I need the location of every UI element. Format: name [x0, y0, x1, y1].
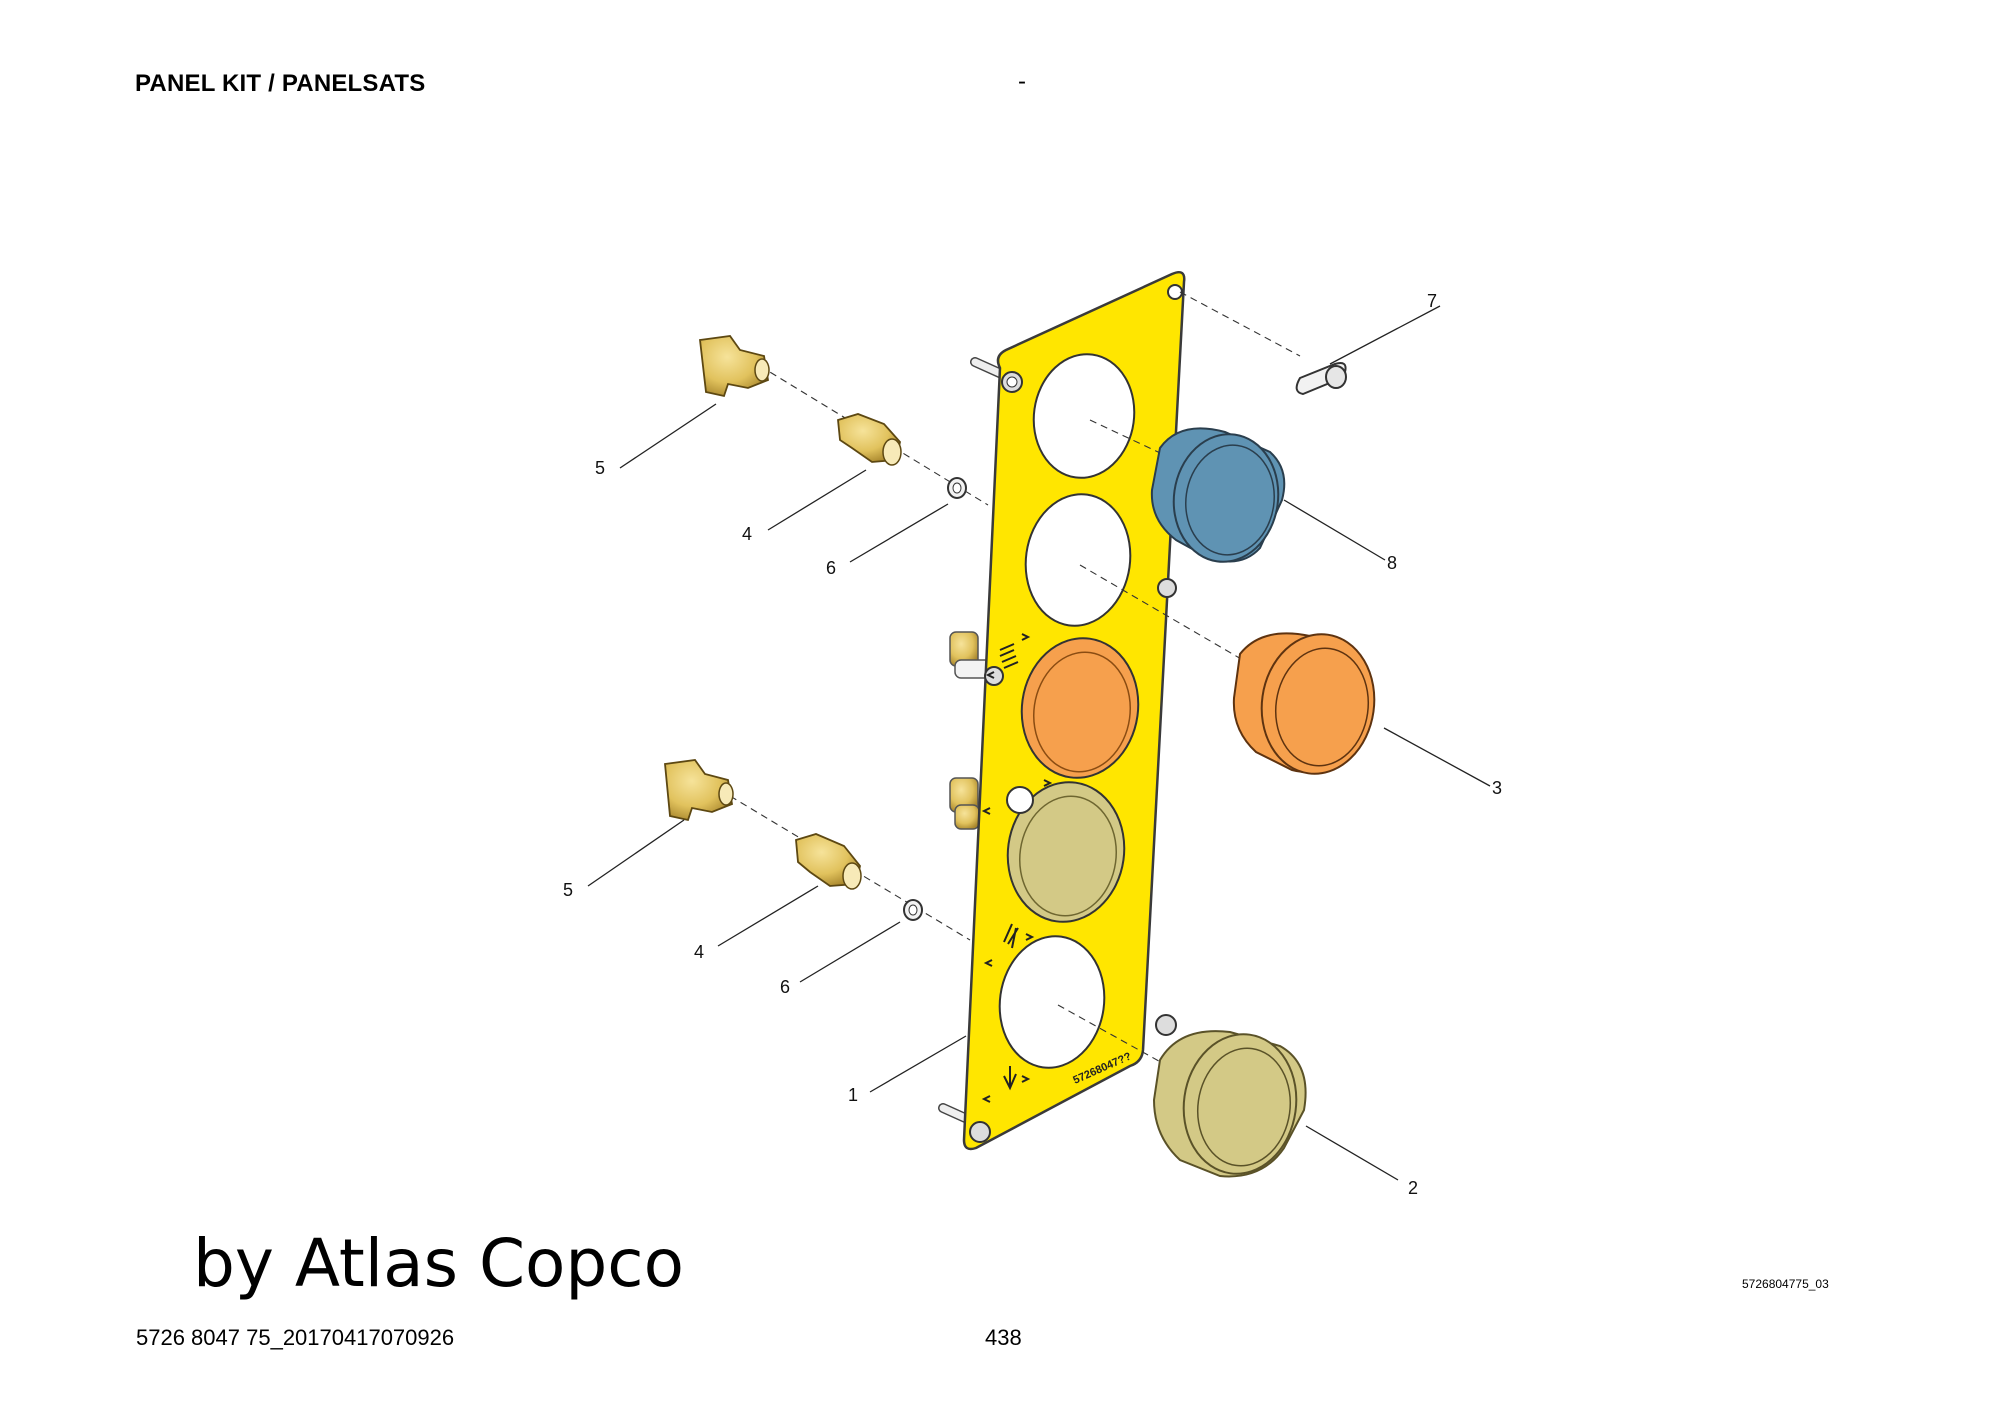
document-id: 5726 8047 75_20170417070926	[136, 1325, 455, 1350]
page-number: 438	[985, 1325, 1022, 1350]
drawing-id: 5726804775_03	[1742, 1277, 1829, 1291]
panel-opening-2	[1024, 493, 1132, 627]
adapter-part-4-upper	[837, 413, 902, 466]
callout-2: 2	[1408, 1178, 1418, 1198]
callout-5-upper: 5	[595, 458, 605, 478]
header-separator: -	[1018, 68, 1026, 95]
screw-part-7	[1295, 362, 1347, 396]
washer-part-6-lower	[903, 899, 923, 921]
panel-symbol-bottom	[981, 1066, 1031, 1103]
callout-8: 8	[1387, 553, 1397, 573]
gauge-blue-part-8	[1150, 427, 1286, 563]
callout-6-upper: 6	[826, 558, 836, 578]
elbow-fitting-part-5-upper	[699, 335, 770, 398]
callout-6-lower: 6	[780, 977, 790, 997]
panel-symbol-middle	[981, 779, 1053, 815]
panel-opening-1	[1032, 353, 1136, 479]
panel-symbol-upper	[985, 633, 1031, 679]
callout-numbers: 7 8 3 2 1 5 4 6 5 4 6	[563, 291, 1502, 1198]
installed-gauge-khaki	[1006, 781, 1126, 923]
page-title: PANEL KIT / PANELSATS	[135, 70, 426, 97]
elbow-fitting-part-5-lower	[664, 759, 734, 822]
brand-watermark: by Atlas Copco	[193, 1225, 684, 1302]
panel-screw-holes	[969, 284, 1183, 1143]
callout-7: 7	[1427, 291, 1437, 311]
callout-4-upper: 4	[742, 524, 752, 544]
callout-4-lower: 4	[694, 942, 704, 962]
gauge-khaki-part-2	[1152, 1030, 1307, 1178]
leader-lines	[587, 305, 1491, 1181]
callout-1: 1	[848, 1085, 858, 1105]
installed-gauge-orange	[1020, 637, 1140, 779]
callout-3: 3	[1492, 778, 1502, 798]
panel-plate: 57268047??	[962, 271, 1186, 1151]
washer-part-6-upper	[947, 477, 967, 499]
rear-elbow-fitting-lower	[949, 777, 980, 830]
panel-symbol-lower	[983, 923, 1035, 967]
adapter-part-4-lower	[795, 833, 862, 890]
panel-opening-5	[998, 935, 1106, 1069]
indicator-hole	[1006, 786, 1034, 814]
callout-5-lower: 5	[563, 880, 573, 900]
gauge-orange-part-3	[1232, 632, 1376, 775]
